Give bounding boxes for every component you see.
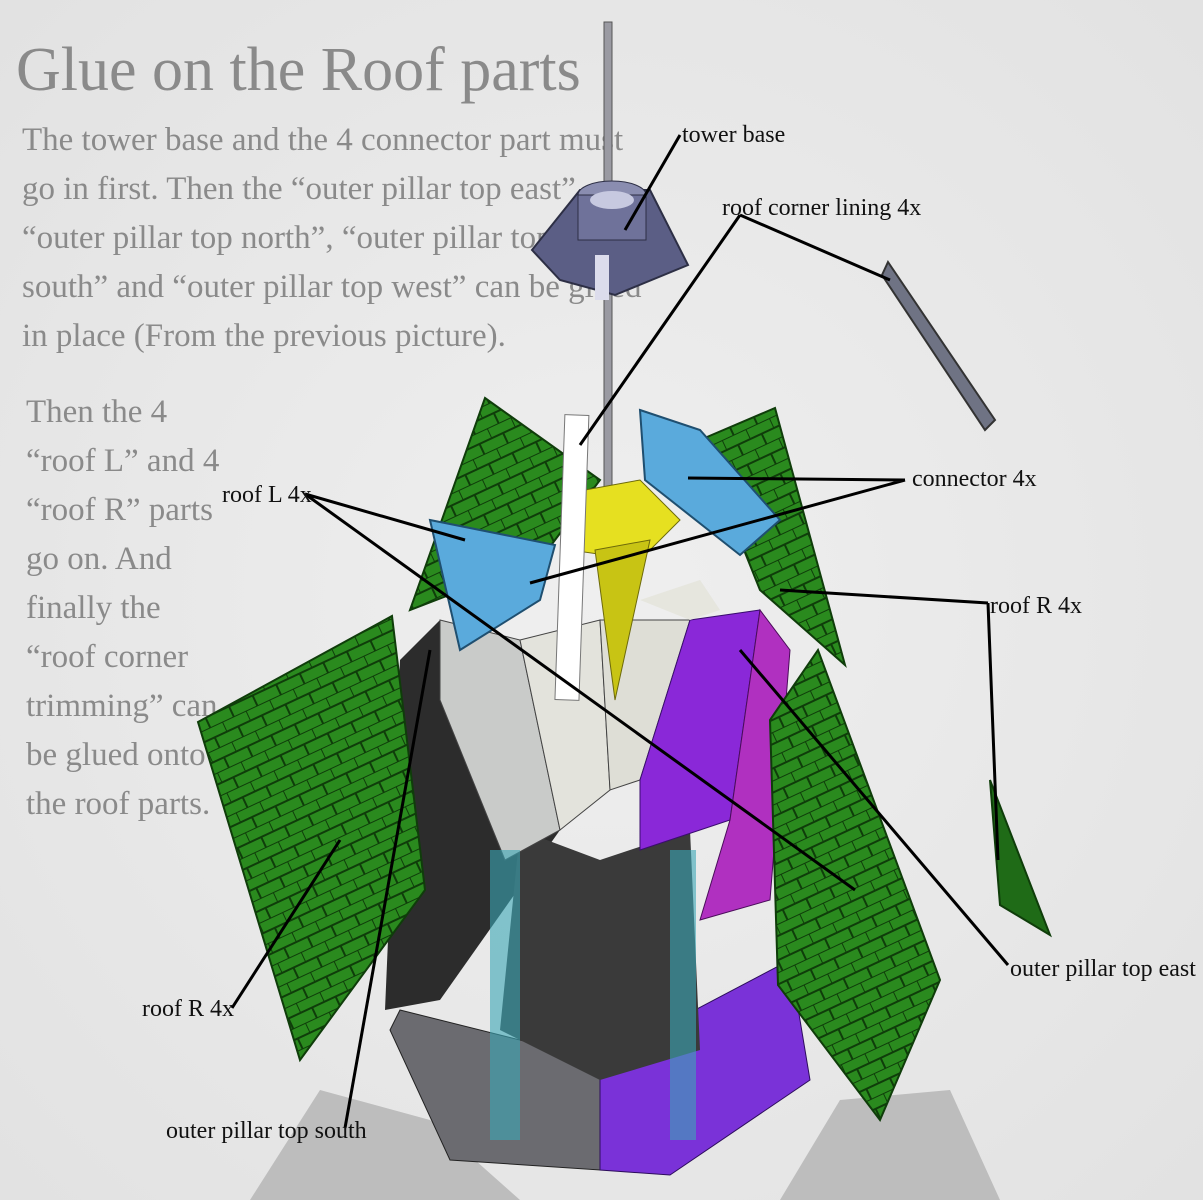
floor-shadow [250, 1090, 1000, 1200]
leader-lines [230, 134, 1010, 1129]
label-roof-l: roof L 4x [222, 482, 312, 508]
label-outer-pillar-top-south: outer pillar top south [166, 1118, 367, 1144]
intro-line: south” and “outer pillar top west” can b… [22, 269, 642, 305]
callout-labels: tower base roof corner lining 4x connect… [142, 122, 1196, 1144]
intro-line: “outer pillar top north”, “outer pillar … [22, 220, 553, 256]
roof-corner-lining-part [880, 259, 997, 432]
second-paragraph: Then the 4 “roof L” and 4 “roof R” parts… [26, 394, 219, 822]
label-tower-base: tower base [682, 122, 785, 148]
label-roof-corner-lining: roof corner lining 4x [722, 195, 921, 221]
second-line: finally the [26, 590, 161, 626]
label-connector: connector 4x [912, 466, 1037, 492]
second-line: “roof L” and 4 [26, 443, 219, 479]
intro-paragraph: The tower base and the 4 connector part … [22, 122, 642, 354]
second-line: trimming” can [26, 688, 218, 724]
second-line: Then the 4 [26, 394, 167, 430]
label-roof-r-right: roof R 4x [990, 593, 1082, 619]
intro-line: The tower base and the 4 connector part … [22, 122, 623, 158]
second-line: be glued onto [26, 737, 206, 773]
roof-corner-lining-white [554, 414, 590, 701]
intro-line: in place (From the previous picture). [22, 318, 506, 354]
model-body [385, 408, 811, 1176]
second-line: go on. And [26, 541, 172, 577]
intro-line: go in first. Then the “outer pillar top … [22, 171, 584, 207]
label-outer-pillar-top-east: outer pillar top east [1010, 956, 1196, 982]
second-line: “roof R” parts [26, 492, 213, 528]
page-title: Glue on the Roof parts [16, 36, 581, 104]
label-roof-r-left: roof R 4x [142, 996, 234, 1022]
tower-base-part [530, 180, 690, 300]
second-line: the roof parts. [26, 786, 210, 822]
roof-panels-front [196, 614, 1052, 1122]
second-line: “roof corner [26, 639, 188, 675]
